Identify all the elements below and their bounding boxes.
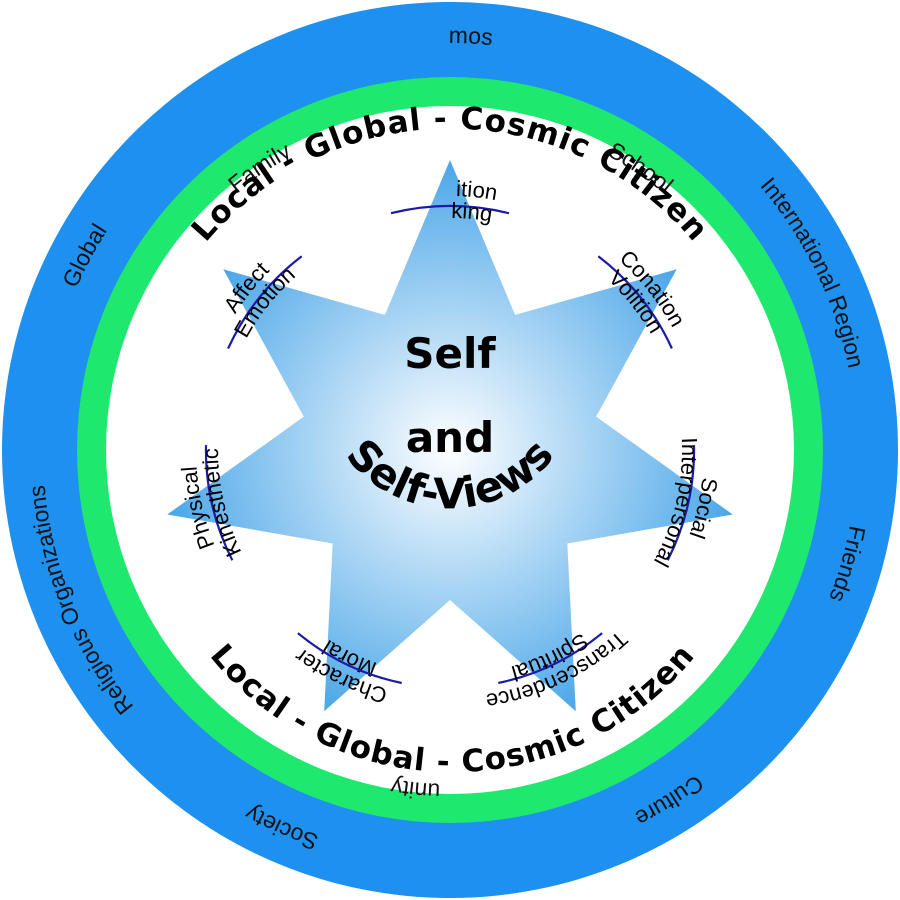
facet-arc-affect: [227, 255, 303, 349]
center-line-self: Self: [404, 329, 496, 378]
center-line-and: and: [406, 413, 494, 462]
facet-arc-spiritual: [297, 632, 402, 685]
facet-arc-physical: [204, 445, 234, 561]
self-star: [167, 160, 733, 712]
facet-arc-conation: [597, 255, 673, 349]
facet-arc-social: [666, 445, 696, 561]
facet-arc-moral: [498, 632, 603, 685]
facet-arc-cognition: [390, 204, 510, 215]
